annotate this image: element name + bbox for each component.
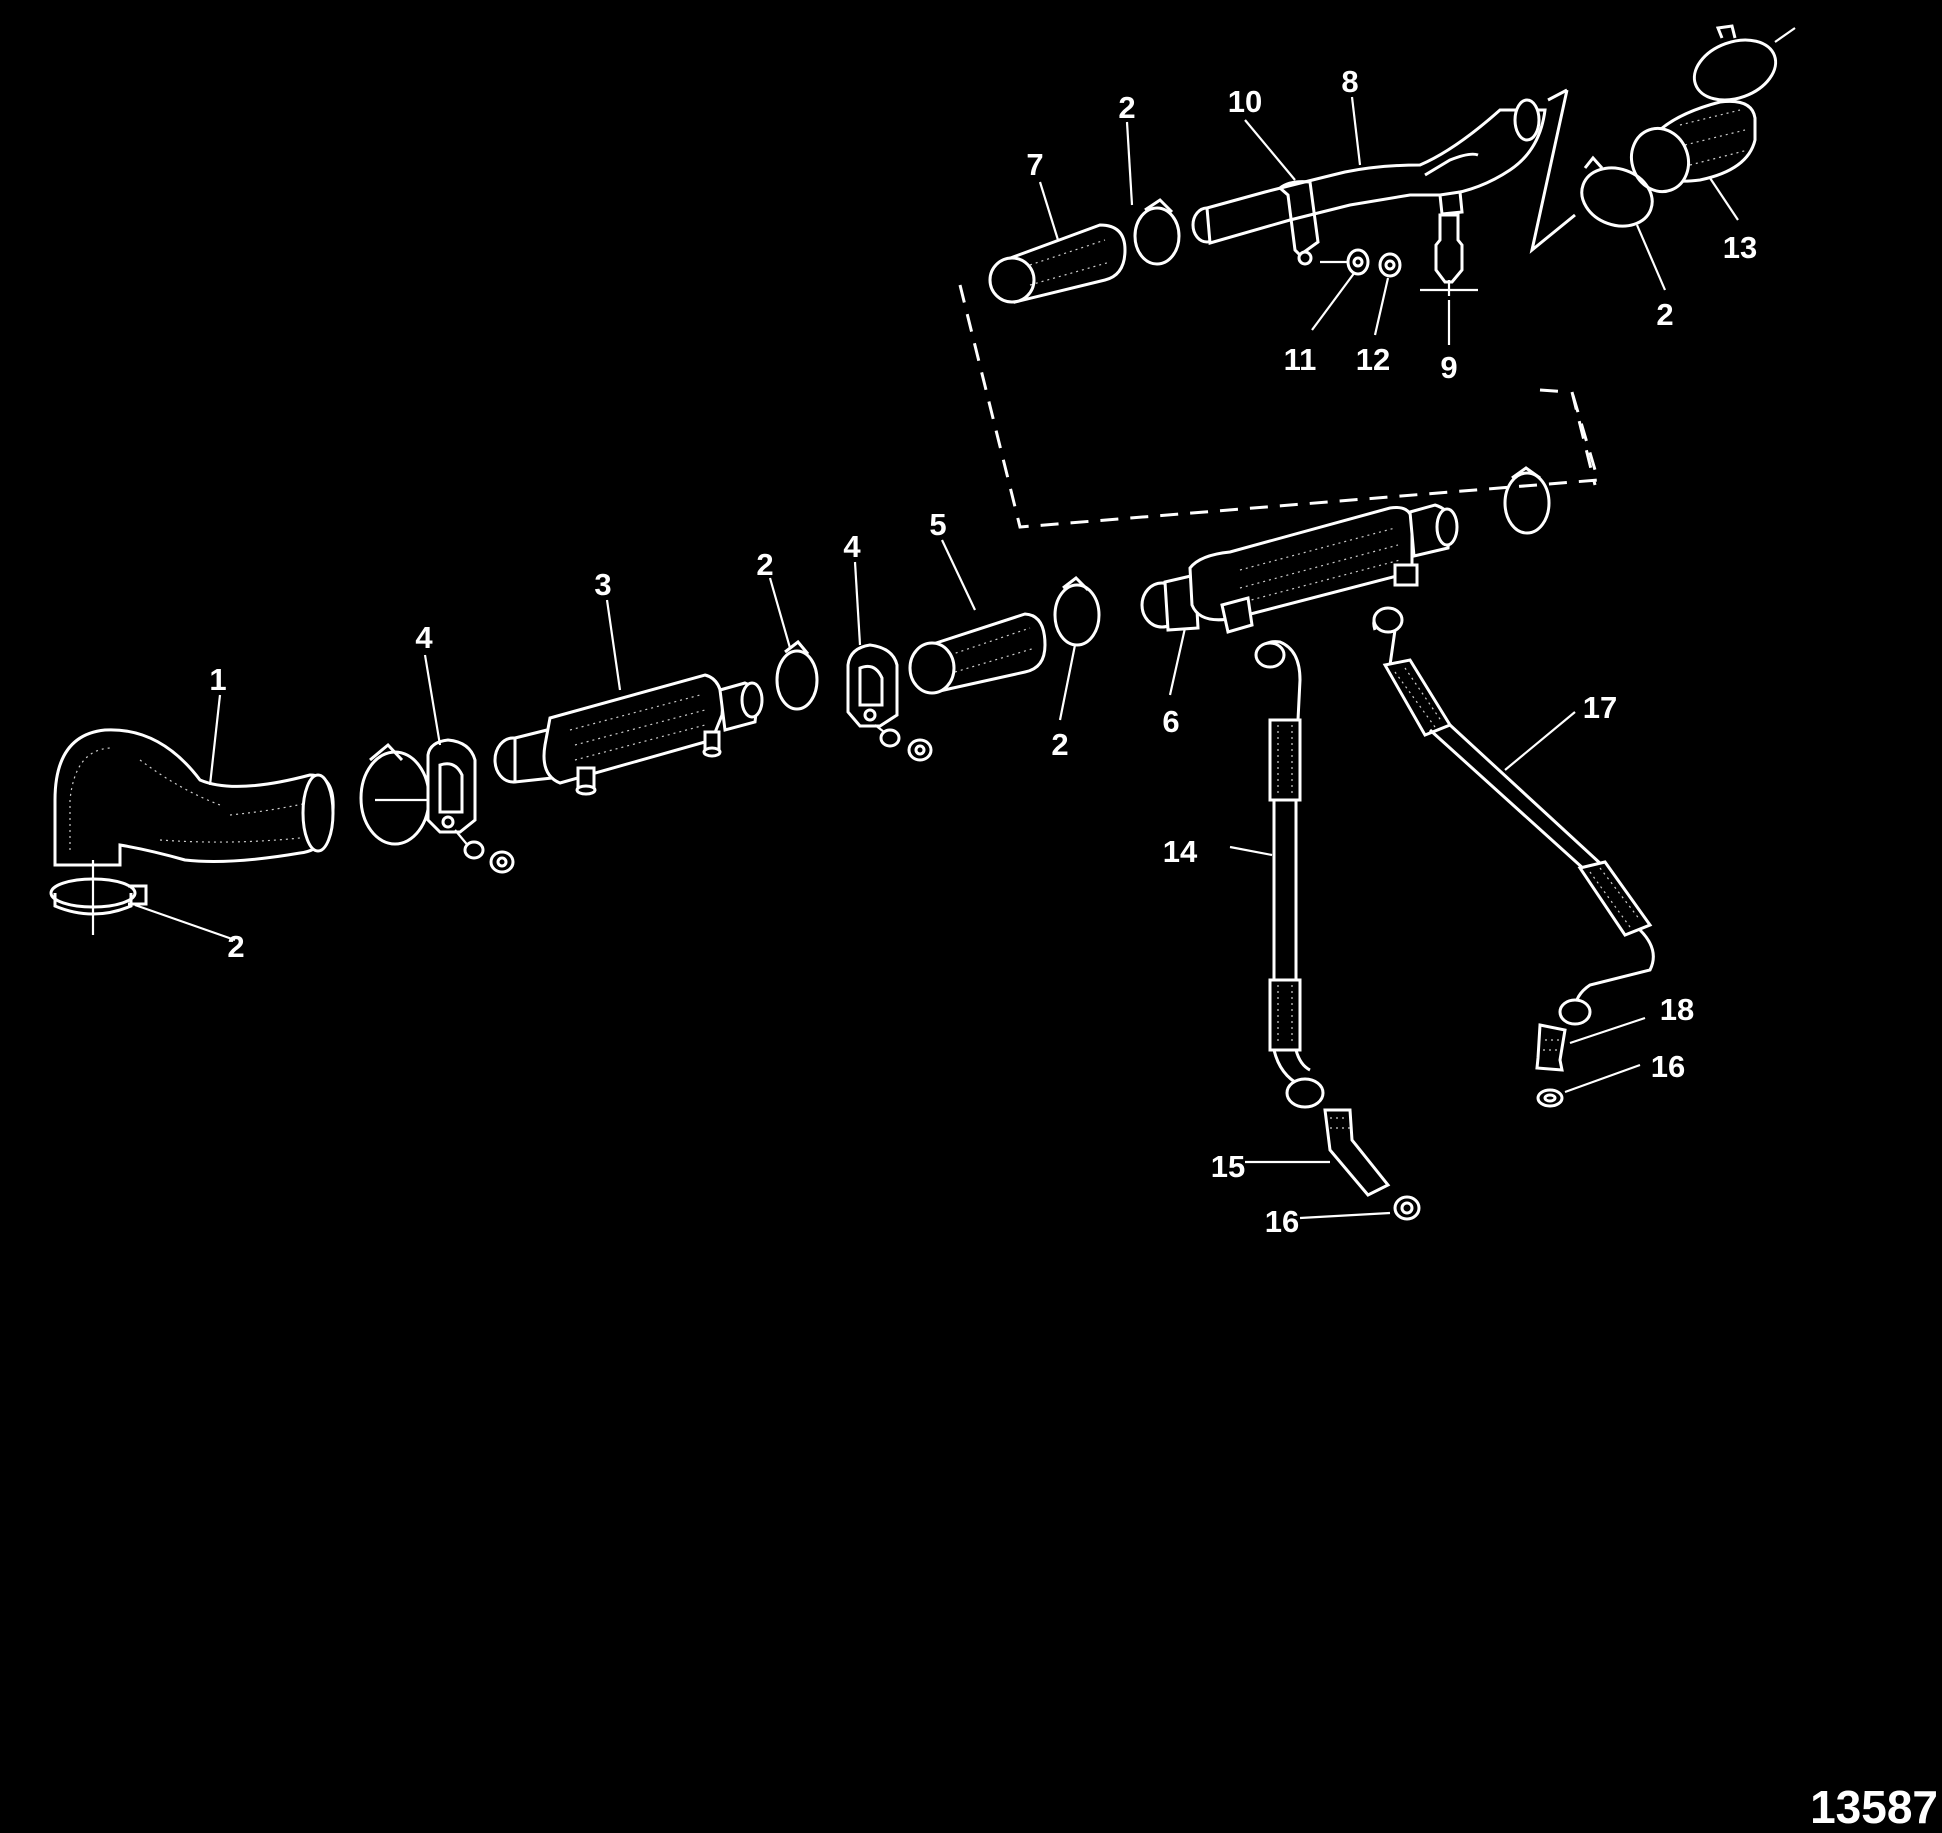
callout-4: 4 bbox=[415, 620, 433, 655]
part-4-bracket-b bbox=[846, 643, 933, 762]
part-17-hose bbox=[1372, 606, 1655, 1026]
callout-3: 3 bbox=[594, 567, 611, 602]
callout-2: 2 bbox=[1656, 297, 1673, 332]
callout-14: 14 bbox=[1163, 834, 1198, 869]
figure-id: 13587 bbox=[1810, 1781, 1938, 1833]
part-5-hose bbox=[908, 612, 1047, 695]
part-15-fitting bbox=[1323, 1108, 1391, 1197]
callout-13: 13 bbox=[1723, 230, 1757, 265]
callout-18: 18 bbox=[1660, 992, 1694, 1027]
part-14-hose bbox=[1254, 640, 1325, 1109]
callout-16: 16 bbox=[1651, 1049, 1685, 1084]
part-1-hose bbox=[53, 728, 335, 867]
callout-9: 9 bbox=[1440, 350, 1457, 385]
callout-5: 5 bbox=[929, 507, 946, 542]
part-4-bracket-a bbox=[426, 738, 515, 874]
callout-10: 10 bbox=[1228, 84, 1262, 119]
callout-7: 7 bbox=[1026, 147, 1043, 182]
part-7-hose bbox=[988, 223, 1127, 304]
dashed-assembly-box bbox=[958, 284, 1600, 529]
part-2-clamp-a bbox=[49, 860, 148, 935]
dashed-assembly-box-right bbox=[1539, 388, 1597, 486]
callout-2: 2 bbox=[756, 547, 773, 582]
part-13-hose bbox=[1630, 24, 1796, 194]
callout-4: 4 bbox=[843, 529, 861, 564]
callout-12: 12 bbox=[1356, 342, 1390, 377]
part-9-fitting bbox=[1420, 213, 1478, 296]
callout-15: 15 bbox=[1211, 1149, 1245, 1184]
part-18-fitting bbox=[1535, 1023, 1567, 1072]
callout-17: 17 bbox=[1583, 690, 1617, 725]
callout-8: 8 bbox=[1341, 64, 1358, 99]
part-3-cooler bbox=[493, 673, 764, 796]
part-8-pipe bbox=[1191, 88, 1576, 266]
callout-2: 2 bbox=[1118, 90, 1135, 125]
callout-6: 6 bbox=[1162, 704, 1179, 739]
part-2-clamp-c bbox=[775, 639, 819, 711]
part-2-clamp-d bbox=[1053, 576, 1101, 647]
part-12-nut bbox=[1378, 252, 1402, 278]
callout-11: 11 bbox=[1284, 342, 1317, 377]
part-16-washer-a bbox=[1393, 1195, 1421, 1221]
callout-16: 16 bbox=[1265, 1204, 1299, 1239]
part-2-clamp-e bbox=[1503, 466, 1551, 535]
callout-labels: 1 2 2 2 2 2 3 4 4 5 6 7 8 9 10 11 12 13 … bbox=[209, 64, 1757, 1239]
callout-2: 2 bbox=[227, 929, 244, 964]
part-11-washer bbox=[1346, 248, 1370, 276]
callout-1: 1 bbox=[209, 662, 226, 697]
part-16-washer-b bbox=[1536, 1088, 1564, 1108]
part-6-cooler bbox=[1140, 503, 1459, 634]
leader-lines bbox=[134, 96, 1739, 1220]
part-2-clamp-f bbox=[1133, 198, 1181, 266]
part-2-clamp-g bbox=[1580, 155, 1654, 228]
callout-2: 2 bbox=[1051, 727, 1068, 762]
